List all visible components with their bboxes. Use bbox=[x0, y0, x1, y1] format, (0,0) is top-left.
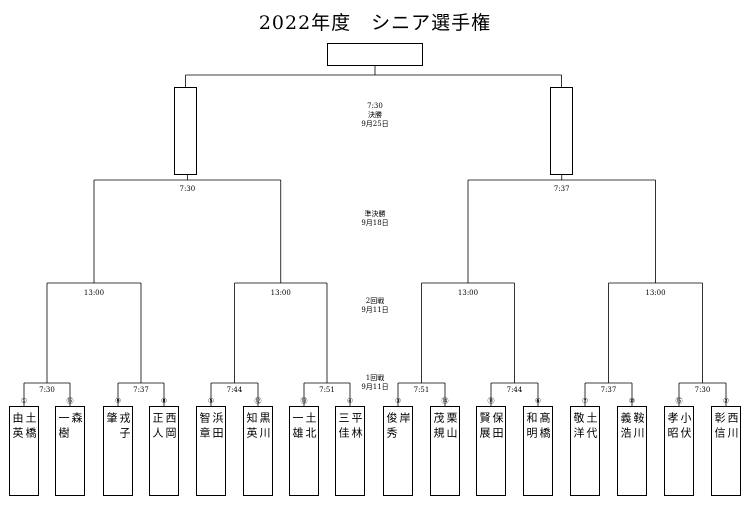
player-seed: ⑭ bbox=[441, 397, 449, 405]
semi-time-1: 7:37 bbox=[553, 185, 570, 193]
player-seed: ⑧ bbox=[160, 397, 168, 405]
player-name: 西川 彰信 bbox=[713, 412, 739, 442]
player-name: 髙橋 和明 bbox=[525, 412, 551, 442]
player-seed: ① bbox=[20, 397, 28, 405]
semi-label: 準決勝 9月18日 bbox=[335, 210, 415, 228]
player-seed: ⑨ bbox=[114, 397, 122, 405]
player-box: 保田 賢展 bbox=[476, 406, 506, 496]
player-name: 鞍川 義浩 bbox=[619, 412, 645, 442]
player-box: 土北 一雄 bbox=[289, 406, 319, 496]
first-time-3: 7:51 bbox=[319, 386, 335, 394]
second-name: 2回戦 bbox=[365, 297, 385, 305]
player-name: 保田 賢展 bbox=[478, 412, 504, 442]
second-time-0: 13:00 bbox=[83, 289, 105, 297]
final-time: 7:30 bbox=[367, 102, 383, 110]
player-seed: ⑯ bbox=[66, 397, 74, 405]
finalist-box-left bbox=[174, 87, 197, 175]
final-name: 決勝 bbox=[368, 111, 382, 119]
first-time-4: 7:51 bbox=[413, 386, 430, 394]
player-box: 森 一樹 bbox=[55, 406, 85, 496]
first-name: 1回戦 bbox=[365, 374, 385, 382]
player-seed: ⑩ bbox=[628, 397, 636, 405]
player-name: 土代 敬洋 bbox=[572, 412, 598, 442]
player-name: 小伏 孝昭 bbox=[666, 412, 692, 442]
player-seed: ⑪ bbox=[487, 397, 495, 405]
player-name: 土橋 由英 bbox=[11, 412, 37, 442]
first-time-1: 7:37 bbox=[133, 386, 149, 394]
player-box: 鞍川 義浩 bbox=[617, 406, 647, 496]
player-name: 森 一樹 bbox=[57, 412, 83, 442]
player-box: 土橋 由英 bbox=[9, 406, 39, 496]
second-date: 9月11日 bbox=[361, 306, 389, 314]
second-time-1: 13:00 bbox=[270, 289, 291, 297]
player-seed: ⑤ bbox=[207, 397, 215, 405]
player-name: 浜田 智章 bbox=[198, 412, 224, 442]
player-name: 栗山 茂規 bbox=[432, 412, 458, 442]
player-box: 戎子 肇 bbox=[103, 406, 133, 496]
player-seed: ⑮ bbox=[675, 397, 683, 405]
player-box: 西川 彰信 bbox=[711, 406, 741, 496]
first-label: 1回戦 9月11日 bbox=[335, 374, 415, 392]
player-box: 小伏 孝昭 bbox=[664, 406, 694, 496]
second-time-2: 13:00 bbox=[457, 289, 479, 297]
player-name: 岸 俊秀 bbox=[385, 412, 411, 442]
player-box: 髙橋 和明 bbox=[523, 406, 553, 496]
player-name: 戎子 肇 bbox=[105, 412, 131, 442]
first-time-5: 7:44 bbox=[506, 386, 523, 394]
first-time-2: 7:44 bbox=[226, 386, 243, 394]
player-seed: ② bbox=[722, 397, 730, 405]
player-box: 浜田 智章 bbox=[196, 406, 226, 496]
page-title: 2022年度 シニア選手権 bbox=[258, 12, 492, 34]
player-box: 岸 俊秀 bbox=[383, 406, 413, 496]
second-label: 2回戦 9月11日 bbox=[335, 297, 415, 315]
semi-time-0: 7:30 bbox=[179, 185, 196, 193]
player-seed: ⑥ bbox=[534, 397, 542, 405]
player-seed: ⑫ bbox=[254, 397, 262, 405]
first-date: 9月11日 bbox=[361, 383, 389, 391]
player-box: 栗山 茂規 bbox=[430, 406, 460, 496]
first-time-6: 7:37 bbox=[600, 386, 617, 394]
player-seed: ⑬ bbox=[300, 397, 308, 405]
player-seed: ③ bbox=[394, 397, 402, 405]
player-box: 土代 敬洋 bbox=[570, 406, 600, 496]
semi-date: 9月18日 bbox=[361, 219, 389, 227]
champion-box bbox=[327, 43, 423, 66]
player-seed: ④ bbox=[346, 397, 354, 405]
player-name: 西岡 正人 bbox=[151, 412, 177, 442]
final-date: 9月25日 bbox=[361, 120, 389, 128]
finalist-box-right bbox=[550, 87, 573, 175]
player-seed: ⑦ bbox=[581, 397, 589, 405]
player-name: 黒川 知英 bbox=[245, 412, 271, 442]
semi-name: 準決勝 bbox=[364, 210, 386, 218]
player-box: 平林 三佳 bbox=[335, 406, 365, 496]
player-name: 平林 三佳 bbox=[337, 412, 363, 442]
final-label: 7:30 決勝 9月25日 bbox=[335, 102, 415, 129]
second-time-3: 13:00 bbox=[645, 289, 666, 297]
first-time-7: 7:30 bbox=[694, 386, 711, 394]
first-time-0: 7:30 bbox=[39, 386, 55, 394]
player-box: 西岡 正人 bbox=[149, 406, 179, 496]
player-name: 土北 一雄 bbox=[291, 412, 317, 442]
player-box: 黒川 知英 bbox=[243, 406, 273, 496]
